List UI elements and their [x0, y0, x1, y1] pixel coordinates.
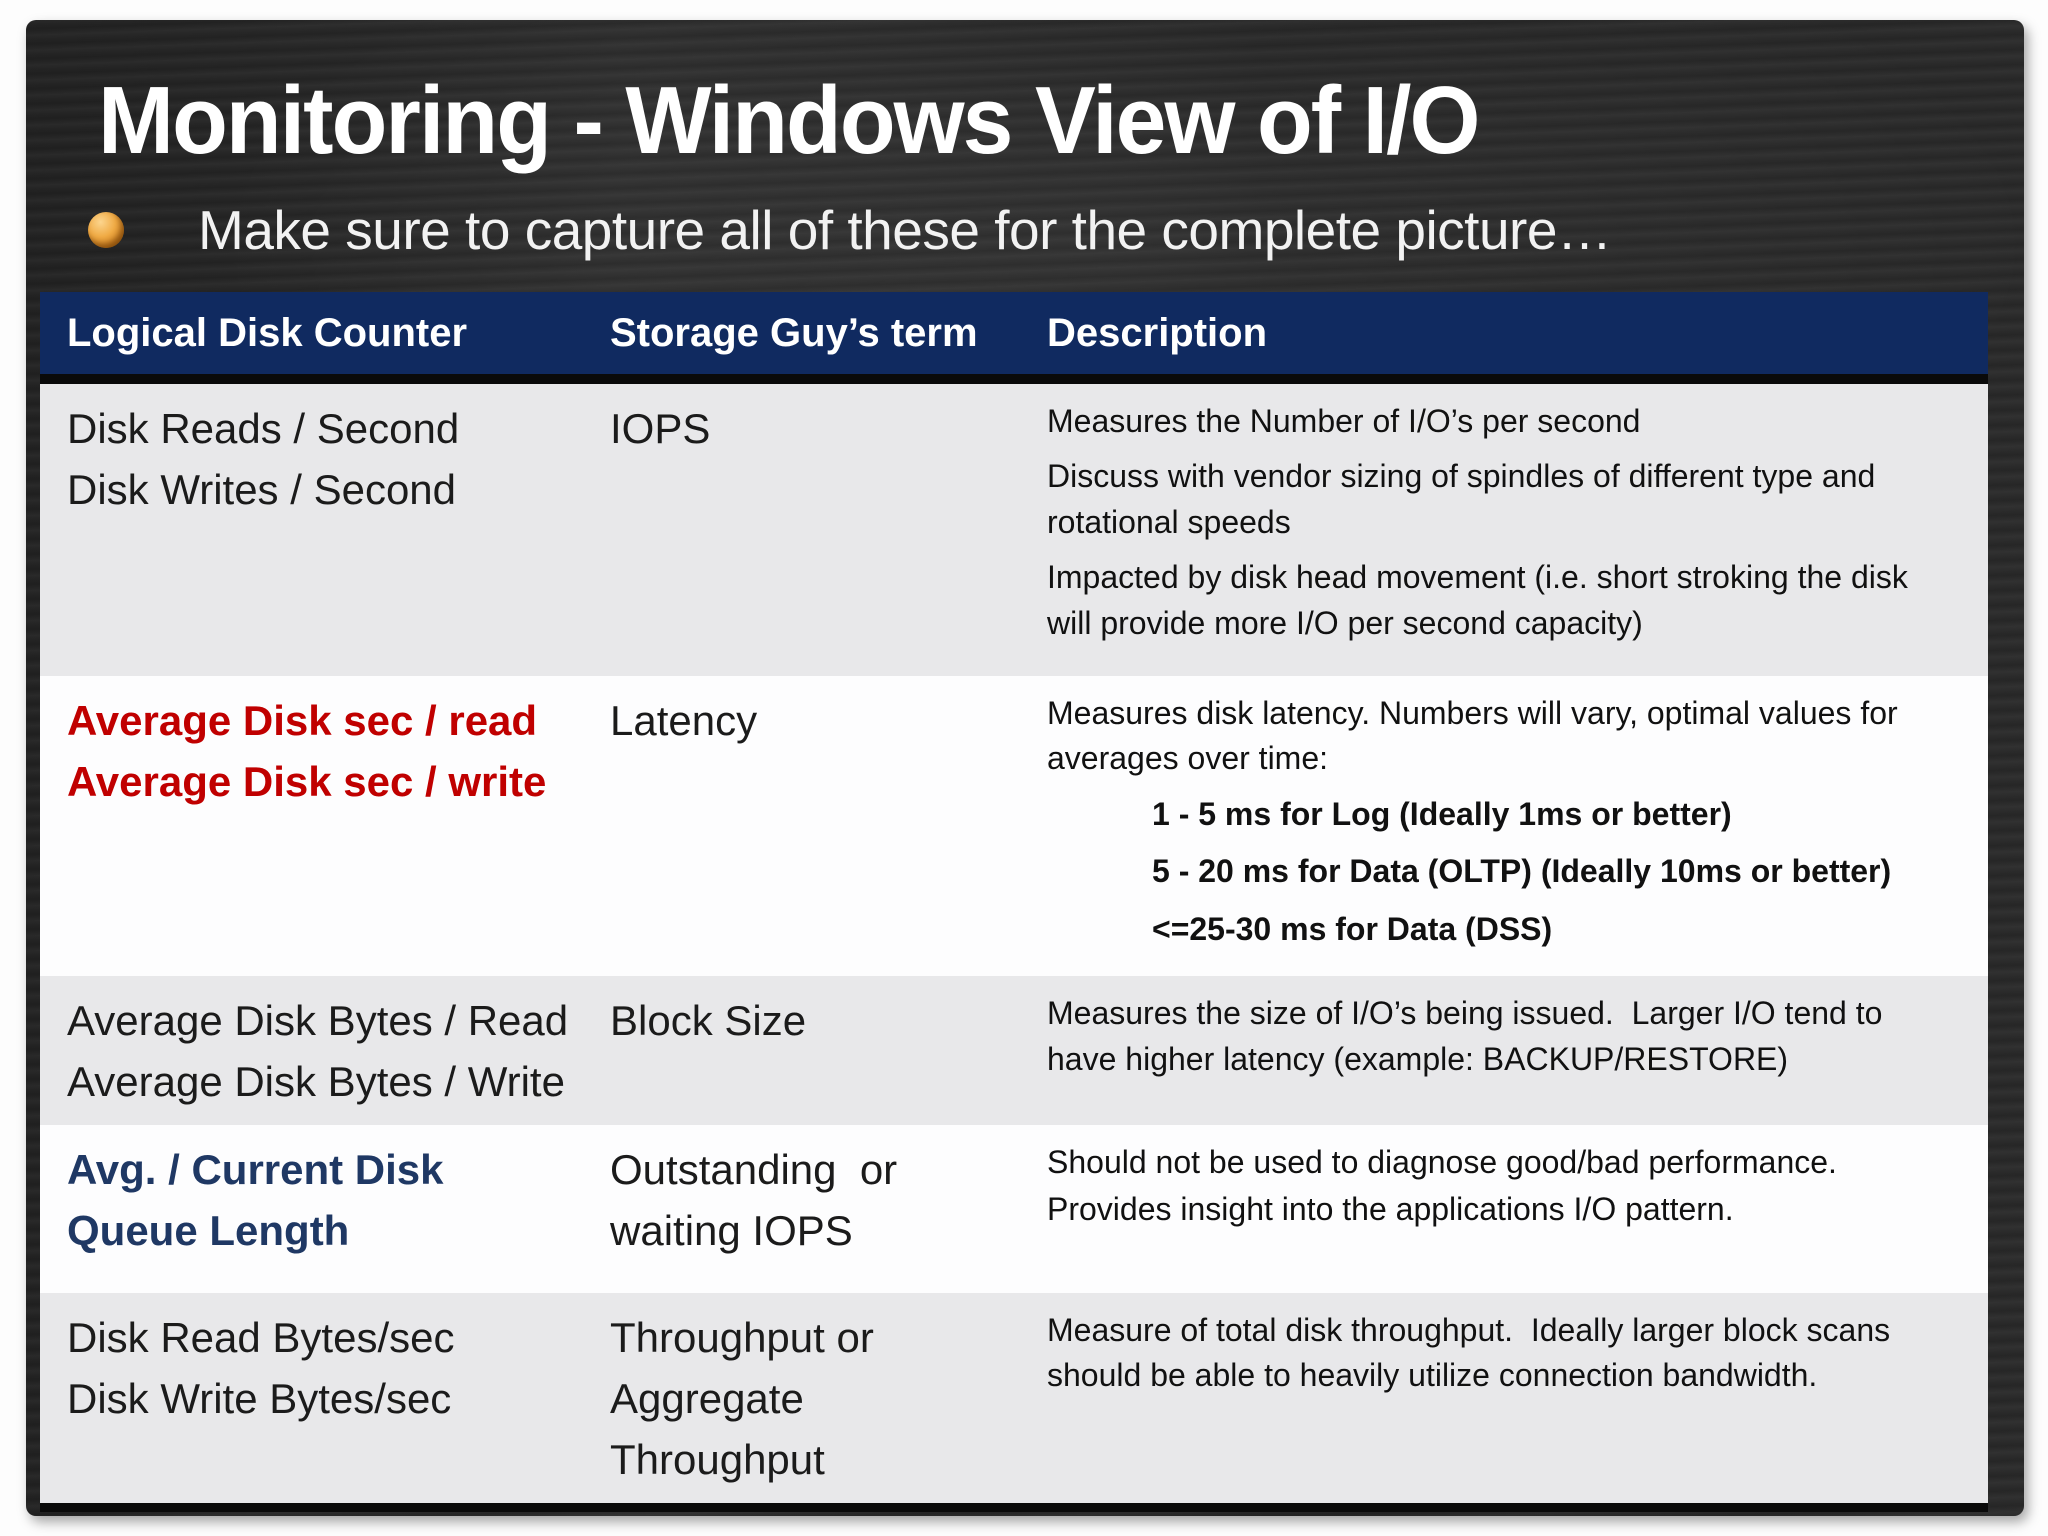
- term-line: Outstanding or: [610, 1145, 898, 1193]
- counter-line: Avg. / Current Disk: [67, 1145, 444, 1193]
- latency-threshold-item: 5 - 20 ms for Data (OLTP) (Ideally 10ms …: [1152, 853, 1892, 890]
- slide-title: Monitoring - Windows View of I/O: [98, 67, 1480, 174]
- counter-cell: Avg. / Current Disk Queue Length: [40, 1125, 590, 1293]
- term-cell: IOPS: [590, 384, 1020, 676]
- io-counters-table: Logical Disk Counter Storage Guy’s term …: [40, 292, 1988, 1512]
- description-paragraph: Provides insight into the applications I…: [1047, 1191, 1734, 1228]
- term-line: Throughput or: [610, 1313, 874, 1361]
- slide: Monitoring - Windows View of I/O Make su…: [26, 20, 2024, 1516]
- description-paragraph: Should not be used to diagnose good/bad …: [1047, 1143, 1837, 1180]
- description-cell: Measures the size of I/O’s being issued.…: [1020, 976, 1988, 1125]
- table-row-throughput: Disk Read Bytes/sec Disk Write Bytes/sec…: [40, 1292, 1988, 1503]
- description-cell: Measure of total disk throughput. Ideall…: [1020, 1293, 1988, 1503]
- description-paragraph: Measures the size of I/O’s being issued.…: [1047, 995, 1883, 1077]
- counter-line: Queue Length: [67, 1206, 350, 1254]
- counter-cell: Average Disk sec / read Average Disk sec…: [40, 676, 590, 976]
- table-header-row: Logical Disk Counter Storage Guy’s term …: [40, 292, 1988, 384]
- term-line: Latency: [610, 697, 758, 744]
- column-header-logical-disk-counter: Logical Disk Counter: [67, 310, 468, 355]
- description-cell: Measures the Number of I/O’s per second …: [1020, 384, 1988, 676]
- description-cell: Should not be used to diagnose good/bad …: [1020, 1125, 1988, 1293]
- term-line: waiting IOPS: [610, 1206, 853, 1254]
- latency-threshold-item: <=25-30 ms for Data (DSS): [1152, 910, 1553, 947]
- counter-line: Disk Reads / Second: [67, 405, 460, 452]
- table-row-block-size: Average Disk Bytes / Read Average Disk B…: [40, 976, 1988, 1125]
- table-row-latency: Average Disk sec / read Average Disk sec…: [40, 676, 1988, 977]
- description-paragraph: Measures disk latency. Numbers will vary…: [1047, 695, 1898, 777]
- counter-line: Disk Read Bytes/sec: [67, 1313, 455, 1361]
- term-cell: Throughput or Aggregate Throughput: [590, 1293, 1020, 1503]
- bullet-sphere-icon: [88, 212, 124, 248]
- slide-subtitle: Make sure to capture all of these for th…: [198, 199, 1612, 261]
- counter-line: Average Disk sec / read: [67, 697, 538, 744]
- counter-cell: Disk Reads / Second Disk Writes / Second: [40, 384, 590, 676]
- counter-line: Disk Write Bytes/sec: [67, 1374, 452, 1422]
- counter-line: Average Disk Bytes / Write: [67, 1058, 565, 1106]
- column-header-storage-guys-term: Storage Guy’s term: [610, 310, 978, 355]
- description-paragraph: Discuss with vendor sizing of spindles o…: [1047, 458, 1876, 540]
- counter-cell: Average Disk Bytes / Read Average Disk B…: [40, 976, 590, 1125]
- term-cell: Outstanding or waiting IOPS: [590, 1125, 1020, 1293]
- counter-line: Average Disk Bytes / Read: [67, 997, 569, 1045]
- description-paragraph: Measures the Number of I/O’s per second: [1047, 403, 1641, 439]
- term-cell: Block Size: [590, 976, 1020, 1125]
- counter-line: Average Disk sec / write: [67, 757, 547, 805]
- counter-line: Disk Writes / Second: [67, 465, 457, 513]
- counter-cell: Disk Read Bytes/sec Disk Write Bytes/sec: [40, 1293, 590, 1503]
- latency-threshold-item: 1 - 5 ms for Log (Ideally 1ms or better): [1152, 795, 1732, 832]
- term-line: Block Size: [610, 997, 807, 1045]
- term-line: IOPS: [610, 405, 711, 452]
- bullet-row: Make sure to capture all of these for th…: [88, 198, 1612, 262]
- term-cell: Latency: [590, 676, 1020, 976]
- table-row-queue-length: Avg. / Current Disk Queue Length Outstan…: [40, 1124, 1988, 1293]
- term-line: Aggregate: [610, 1374, 804, 1422]
- description-cell: Measures disk latency. Numbers will vary…: [1020, 676, 1988, 976]
- term-line: Throughput: [610, 1435, 825, 1483]
- description-paragraph: Measure of total disk throughput. Ideall…: [1047, 1311, 1891, 1394]
- description-paragraph: Impacted by disk head movement (i.e. sho…: [1047, 559, 1908, 641]
- table-row-iops: Disk Reads / Second Disk Writes / Second…: [40, 384, 1988, 676]
- column-header-description: Description: [1047, 310, 1268, 355]
